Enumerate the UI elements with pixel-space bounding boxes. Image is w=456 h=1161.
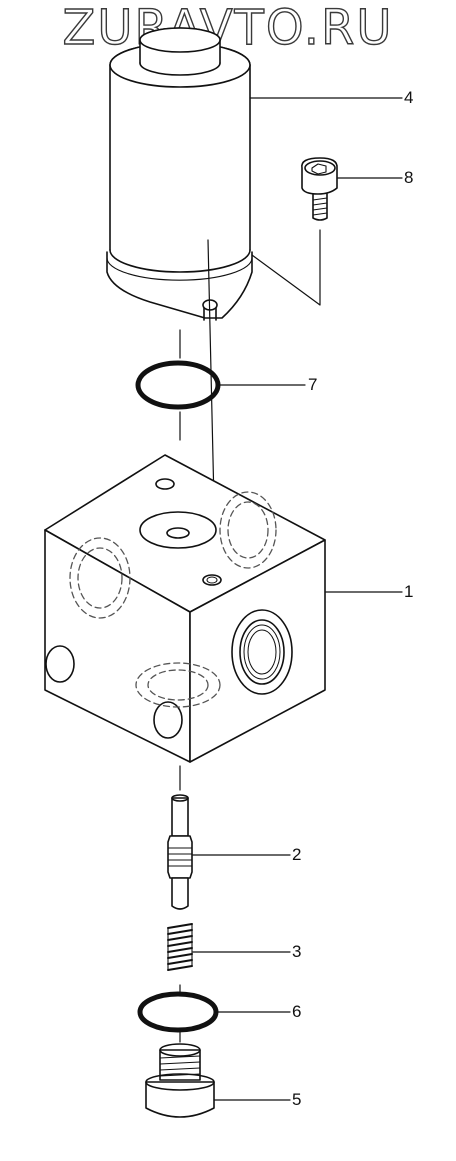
hidden-port-outlines — [69, 491, 277, 708]
callout-7: 7 — [308, 375, 318, 394]
o-ring-part-6 — [137, 991, 219, 1033]
alignment-line-bolt — [251, 229, 321, 306]
callout-2: 2 — [292, 845, 302, 864]
callout-1: 1 — [404, 582, 414, 601]
callout-3: 3 — [292, 942, 302, 961]
callout-6: 6 — [292, 1002, 302, 1021]
plug-part-5 — [145, 1043, 215, 1118]
solenoid-coil-part-4 — [106, 27, 253, 321]
valve-body-part-1 — [44, 454, 326, 763]
o-ring-part-7 — [135, 360, 221, 410]
callout-4: 4 — [404, 88, 414, 107]
bolt-part-8 — [301, 157, 338, 221]
callout-5: 5 — [292, 1090, 302, 1109]
callout-8: 8 — [404, 168, 414, 187]
spring-part-3 — [167, 923, 193, 971]
spool-part-2 — [167, 794, 193, 910]
watermark: ZURAVTO.RU — [62, 0, 394, 56]
